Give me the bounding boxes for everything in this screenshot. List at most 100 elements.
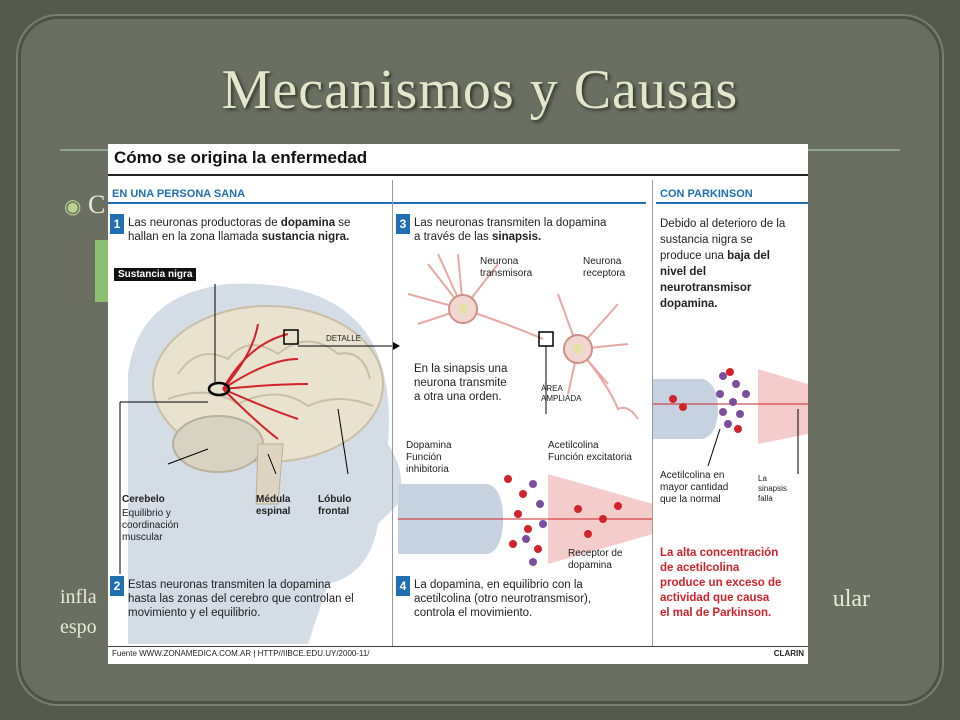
step-number: 4	[396, 576, 410, 596]
label-sinapsis-falla: La sinapsis falla	[758, 474, 787, 504]
text-line: Función excitatoria	[548, 452, 632, 464]
source-footer: Fuente WWW.ZONAMEDICA.COM.AR | HTTP//IIB…	[112, 649, 370, 658]
text-line: Equilibrio y	[122, 508, 179, 520]
text-line: Estas neuronas transmiten la dopamina	[128, 578, 354, 592]
step-3-text: Las neuronas transmiten la dopamina a tr…	[414, 216, 606, 244]
text-line: inhibitoria	[406, 464, 452, 476]
label-detalle: DETALLE	[326, 334, 361, 344]
text-line: ÁREA	[541, 384, 581, 394]
label-neurona-receptora: Neurona receptora	[583, 256, 625, 280]
bullet-icon: ◉	[64, 196, 81, 218]
text-fragment: sinapsis.	[492, 231, 541, 243]
text-line: acetilcolina (otro neurotransmisor),	[414, 592, 591, 606]
text-line: de acetilcolina	[660, 561, 781, 576]
text-line: sustancia nigra se	[660, 232, 785, 248]
infographic-title-rule	[108, 174, 808, 176]
text-fragment: baja del	[727, 250, 770, 262]
text-line: dopamina	[568, 560, 622, 572]
text-line: Dopamina	[406, 440, 452, 452]
text-fragment: hallan en la zona llamada	[128, 231, 262, 243]
text-line: falla	[758, 494, 787, 504]
section-healthy-heading: EN UNA PERSONA SANA	[112, 188, 245, 200]
text-line: Las neuronas transmiten la dopamina	[414, 216, 606, 230]
text-line: Acetilcolina	[548, 440, 632, 452]
text-fragment: dopamina	[281, 217, 335, 229]
label-medula: Médula espinal	[256, 494, 290, 518]
synapse-explanation: En la sinapsis una neurona transmite a o…	[414, 362, 507, 404]
section-parkinson-heading: CON PARKINSON	[660, 188, 753, 200]
label-lobulo: Lóbulo frontal	[318, 494, 351, 518]
label-acetilcolina: Acetilcolina Función excitatoria	[548, 440, 632, 464]
text-line: el mal de Parkinson.	[660, 606, 781, 621]
text-line: que la normal	[660, 494, 728, 506]
text-line: AMPLIADA	[541, 394, 581, 404]
bullet-item: ◉ C	[64, 190, 105, 220]
text-fragment: produce una	[660, 250, 727, 262]
text-fragment: sustancia nigra.	[262, 231, 350, 243]
column-divider	[392, 180, 393, 646]
text-line: Neurona	[583, 256, 625, 268]
text-line: Neurona	[480, 256, 532, 268]
text-line: sinapsis	[758, 484, 787, 494]
background-text-line: espo	[60, 612, 97, 642]
label-acetilcolina-mayor: Acetilcolina en mayor cantidad que la no…	[660, 470, 728, 506]
label-area-ampliada: ÁREA AMPLIADA	[541, 384, 581, 404]
label-cerebelo: Cerebelo	[122, 494, 165, 506]
infographic-title: Cómo se origina la enfermedad	[114, 148, 367, 168]
text-line: produce un exceso de	[660, 576, 781, 591]
text-line: Médula	[256, 494, 290, 506]
background-text-left: infla espo	[60, 582, 97, 642]
text-line: hasta las zonas del cerebro que controla…	[128, 592, 354, 606]
step-1-text: Las neuronas productoras de dopamina se …	[128, 216, 350, 244]
section-parkinson-rule	[656, 202, 808, 204]
text-line: Lóbulo	[318, 494, 351, 506]
text-line: Debido al deterioro de la	[660, 216, 785, 232]
text-line: Acetilcolina en	[660, 470, 728, 482]
step-4-text: La dopamina, en equilibrio con la acetil…	[414, 578, 591, 620]
text-line: neurona transmite	[414, 376, 507, 390]
parkinson-infographic: Cómo se origina la enfermedad EN UNA PER…	[108, 144, 808, 664]
text-line: La alta concentración	[660, 546, 781, 561]
green-accent-block	[95, 240, 109, 302]
parkinson-conclusion: La alta concentración de acetilcolina pr…	[660, 546, 781, 621]
label-cerebelo-desc: Equilibrio y coordinación muscular	[122, 508, 179, 544]
step-number: 3	[396, 214, 410, 234]
label-dopamina: Dopamina Función inhibitoria	[406, 440, 452, 476]
text-line: a otra una orden.	[414, 390, 507, 404]
text-line: Receptor de	[568, 548, 622, 560]
text-line: nivel del	[660, 266, 706, 278]
label-sustancia-nigra: Sustancia nigra	[114, 268, 196, 281]
text-line: En la sinapsis una	[414, 362, 507, 376]
background-text-line: infla	[60, 582, 97, 612]
text-line: coordinación	[122, 520, 179, 532]
text-line: mayor cantidad	[660, 482, 728, 494]
text-line: receptora	[583, 268, 625, 280]
parkinson-explanation: Debido al deterioro de la sustancia nigr…	[660, 216, 785, 312]
text-line: muscular	[122, 532, 179, 544]
background-text-right: ular	[833, 586, 870, 613]
label-receptor-dopamina: Receptor de dopamina	[568, 548, 622, 572]
text-line: neurotransmisor	[660, 282, 751, 294]
text-fragment: Las neuronas productoras de	[128, 217, 281, 229]
text-fragment: se	[335, 217, 350, 229]
text-line: dopamina.	[660, 298, 718, 310]
text-line: La dopamina, en equilibrio con la	[414, 578, 591, 592]
text-line: controla el movimiento.	[414, 606, 591, 620]
footer-rule	[108, 646, 808, 647]
section-healthy-rule	[108, 202, 646, 204]
text-line: transmisora	[480, 268, 532, 280]
slide-title: Mecanismos y Causas	[0, 58, 960, 122]
text-line: movimiento y el equilibrio.	[128, 606, 354, 620]
column-divider	[652, 180, 653, 646]
label-neurona-transmisora: Neurona transmisora	[480, 256, 532, 280]
text-line: espinal	[256, 506, 290, 518]
step-number: 2	[110, 576, 124, 596]
text-line: Función	[406, 452, 452, 464]
step-number: 1	[110, 214, 124, 234]
publisher-credit: CLARIN	[774, 649, 804, 658]
text-line: actividad que causa	[660, 591, 781, 606]
text-fragment: a través de las	[414, 231, 492, 243]
text-line: La	[758, 474, 787, 484]
bullet-text: C	[88, 190, 105, 219]
step-2-text: Estas neuronas transmiten la dopamina ha…	[128, 578, 354, 620]
